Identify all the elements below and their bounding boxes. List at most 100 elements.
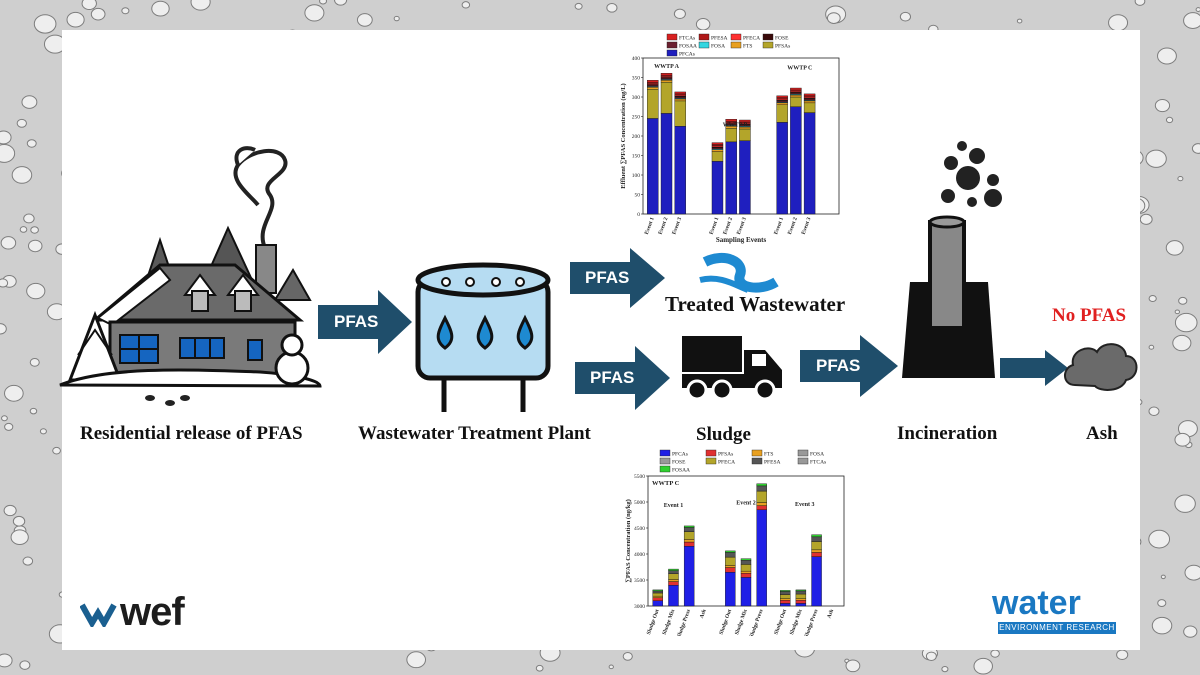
water-droplet <box>941 666 949 673</box>
bar-segment <box>660 113 673 215</box>
ash-icon <box>1064 343 1138 391</box>
water-droplet <box>1148 294 1157 303</box>
legend-label: FTS <box>743 44 752 50</box>
bar-segment <box>668 581 679 586</box>
water-droplet <box>334 0 348 6</box>
bar-segment <box>674 126 686 215</box>
legend-swatch <box>659 449 671 457</box>
bar-segment <box>756 490 767 503</box>
x-tick-label: Ash <box>826 609 835 620</box>
x-tick-label: Event 2 <box>722 216 734 235</box>
water-droplet <box>0 144 16 163</box>
wef-logo: wef <box>79 590 185 635</box>
water-droplet <box>1157 47 1177 65</box>
water-droplet <box>66 11 85 28</box>
legend-label: PFESA <box>711 36 728 42</box>
water-droplet <box>535 664 544 672</box>
water-droplet <box>0 236 17 250</box>
bar-segment <box>795 593 807 599</box>
bar-segment <box>711 161 724 215</box>
water-droplet <box>190 0 211 11</box>
pfas-arrow-5 <box>1000 350 1068 386</box>
group-label: WWTP C <box>787 66 812 72</box>
bar-segment <box>811 541 822 551</box>
pfas-arrow-4 <box>800 335 898 397</box>
bar-segment <box>725 567 736 573</box>
water-droplet <box>3 504 17 517</box>
water-droplet <box>1174 309 1181 315</box>
x-tick-label: Ash <box>699 609 708 620</box>
y-tick-label: 5500 <box>634 474 645 480</box>
water-droplet <box>4 422 14 431</box>
bar-segment <box>647 118 659 215</box>
legend-swatch <box>659 457 671 465</box>
bar-segment <box>795 603 807 607</box>
water-droplet <box>622 651 633 661</box>
bar-segment <box>652 592 663 597</box>
bar-segment <box>668 568 679 571</box>
bar-segment <box>725 127 737 143</box>
bar-segment <box>711 142 724 145</box>
bar-segment <box>756 509 767 607</box>
label-no-pfas: No PFAS <box>1052 305 1127 326</box>
water-droplet <box>29 407 38 415</box>
bar-segment <box>647 87 659 90</box>
pfas-arrow-3 <box>575 346 670 410</box>
water-droplet <box>30 226 39 234</box>
bar-segment <box>674 91 686 95</box>
bar-segment <box>790 96 802 107</box>
water-droplet <box>1174 432 1191 447</box>
y-axis-label: Effluent ∑PFAS Concentration (ng/L) <box>620 83 627 188</box>
legend-swatch <box>762 33 774 41</box>
bar-segment <box>711 149 724 152</box>
y-tick-label: 100 <box>632 173 641 179</box>
bar-segment <box>811 534 822 538</box>
water-droplet <box>608 664 614 670</box>
x-tick-label: Event 1 <box>709 216 721 235</box>
water-droplet <box>12 515 26 527</box>
water-droplet <box>1134 0 1146 6</box>
water-droplet <box>1195 7 1200 12</box>
bar-segment <box>683 539 695 543</box>
x-tick-label: Event 1 <box>773 216 785 235</box>
legend-label: FOSA <box>711 44 725 50</box>
bar-segment <box>795 600 807 604</box>
bar-segment <box>652 597 663 601</box>
water-droplet <box>1139 213 1153 225</box>
water-droplet <box>23 213 35 224</box>
water-droplet <box>21 95 38 109</box>
legend-label: PFESA <box>764 460 781 466</box>
legend-swatch <box>705 457 717 465</box>
y-tick-label: 300 <box>632 95 641 101</box>
water-droplet <box>28 239 43 253</box>
water-logo: water <box>992 584 1081 622</box>
x-tick-label: Event 3 <box>671 216 683 235</box>
group-label: WWTP A <box>654 64 680 70</box>
bar-segment <box>803 102 816 113</box>
bar-segment <box>795 590 807 595</box>
bar-segment <box>660 73 673 76</box>
water-droplet <box>11 166 33 184</box>
arrow-label-3: PFAS <box>590 368 635 387</box>
water-droplet <box>151 0 170 17</box>
x-tick-label: Event 2 <box>658 216 670 235</box>
bar-segment <box>779 594 791 599</box>
water-droplet <box>1165 240 1184 256</box>
y-tick-label: 5000 <box>634 500 645 506</box>
group-label: Event 1 <box>664 503 684 509</box>
dump-truck-icon <box>682 336 782 401</box>
water-droplet <box>39 428 47 435</box>
y-tick-label: 3500 <box>634 578 645 584</box>
pfas-arrow-1 <box>318 290 412 354</box>
house-icon <box>59 146 322 406</box>
bar-segment <box>811 536 822 542</box>
label-sludge: Sludge <box>696 424 751 445</box>
water-droplet <box>10 529 29 546</box>
water-droplet <box>33 14 57 34</box>
water-droplet <box>826 12 841 24</box>
x-axis-label: Sampling Events <box>716 236 767 244</box>
bar-segment <box>725 550 736 553</box>
label-residential: Residential release of PFAS <box>80 423 303 444</box>
